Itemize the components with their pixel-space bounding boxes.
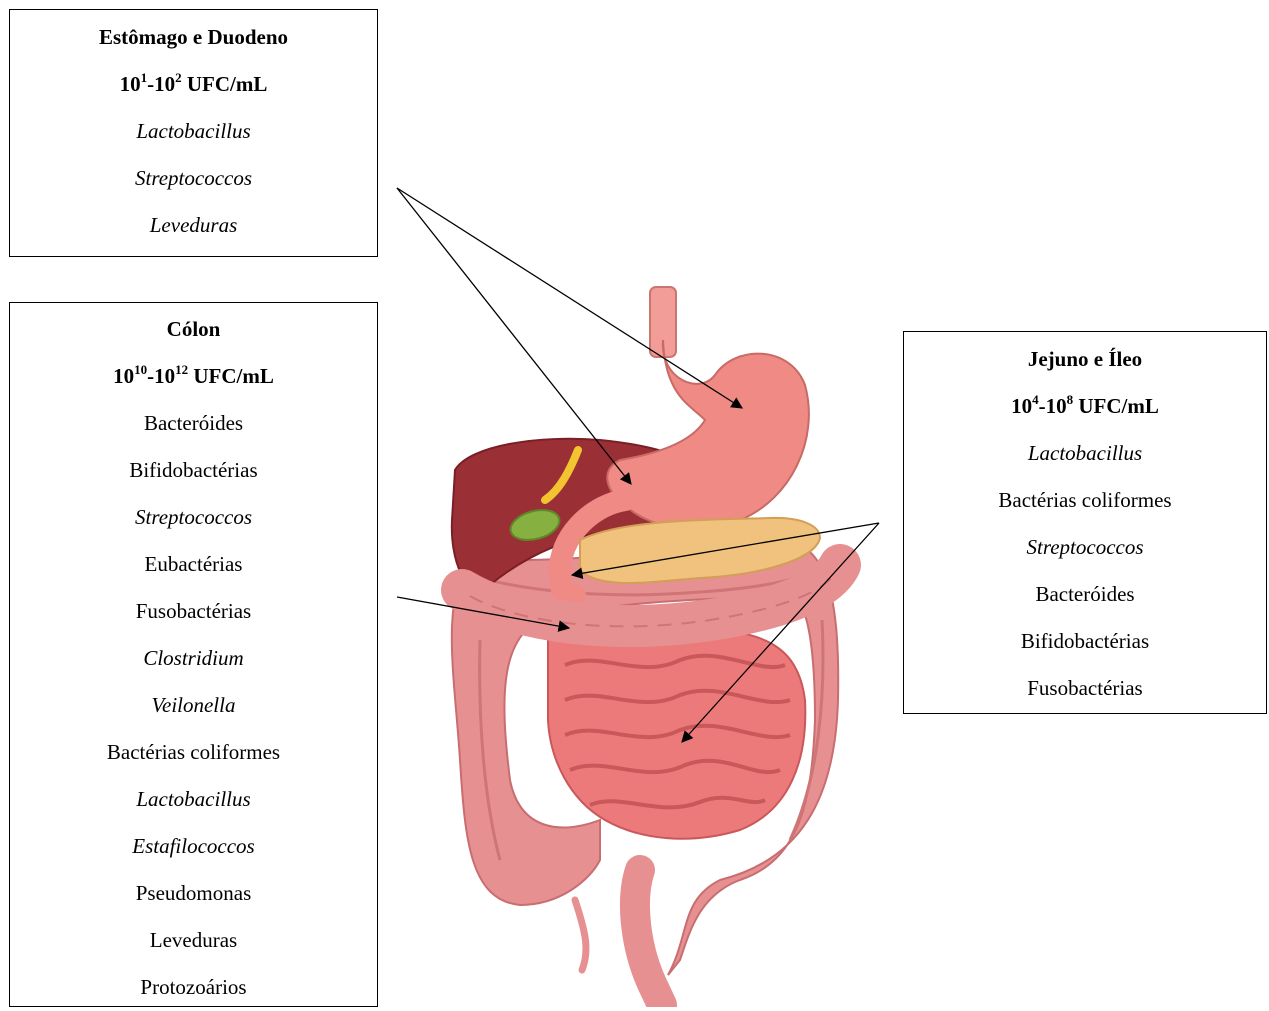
organism-item: Clostridium: [10, 635, 377, 682]
organism-item: Bacteróides: [904, 571, 1266, 618]
arrow-duodenum: [397, 188, 631, 484]
stomach-icon: [607, 340, 809, 528]
organism-item: Pseudomonas: [10, 870, 377, 917]
organism-item: Bactérias coliformes: [904, 477, 1266, 524]
organism-item: Eubactérias: [10, 541, 377, 588]
organism-item: Protozoários: [10, 964, 377, 1011]
organism-item: Bifidobactérias: [904, 618, 1266, 665]
arrow-stomach: [397, 188, 742, 408]
organism-item: Streptococcos: [10, 155, 377, 202]
organism-item: Bactérias coliformes: [10, 729, 377, 776]
small-intestine-icon: [548, 628, 805, 839]
organism-item: Veilonella: [10, 682, 377, 729]
organism-item: Bacteróides: [10, 400, 377, 447]
cfu-range: 1010-1012 UFC/mL: [10, 353, 377, 400]
organism-item: Fusobactérias: [10, 588, 377, 635]
cfu-range: 101-102 UFC/mL: [10, 61, 377, 108]
organism-item: Streptococcos: [10, 494, 377, 541]
region-title: Cólon: [10, 306, 377, 353]
organism-item: Leveduras: [10, 202, 377, 249]
organism-item: Leveduras: [10, 917, 377, 964]
organism-item: Lactobacillus: [10, 108, 377, 155]
cfu-range: 104-108 UFC/mL: [904, 383, 1266, 430]
organism-item: Bifidobactérias: [10, 447, 377, 494]
region-title: Jejuno e Íleo: [904, 336, 1266, 383]
organism-item: Estafilococcos: [10, 823, 377, 870]
organism-item: Lactobacillus: [10, 776, 377, 823]
stomach-duodenum-box: Estômago e Duodeno 101-102 UFC/mL Lactob…: [9, 9, 378, 257]
region-title: Estômago e Duodeno: [10, 14, 377, 61]
organism-item: Lactobacillus: [904, 430, 1266, 477]
organism-item: Streptococcos: [904, 524, 1266, 571]
organism-item: Fusobactérias: [904, 665, 1266, 712]
jejunum-ileum-box: Jejuno e Íleo 104-108 UFC/mL Lactobacill…: [903, 331, 1267, 714]
